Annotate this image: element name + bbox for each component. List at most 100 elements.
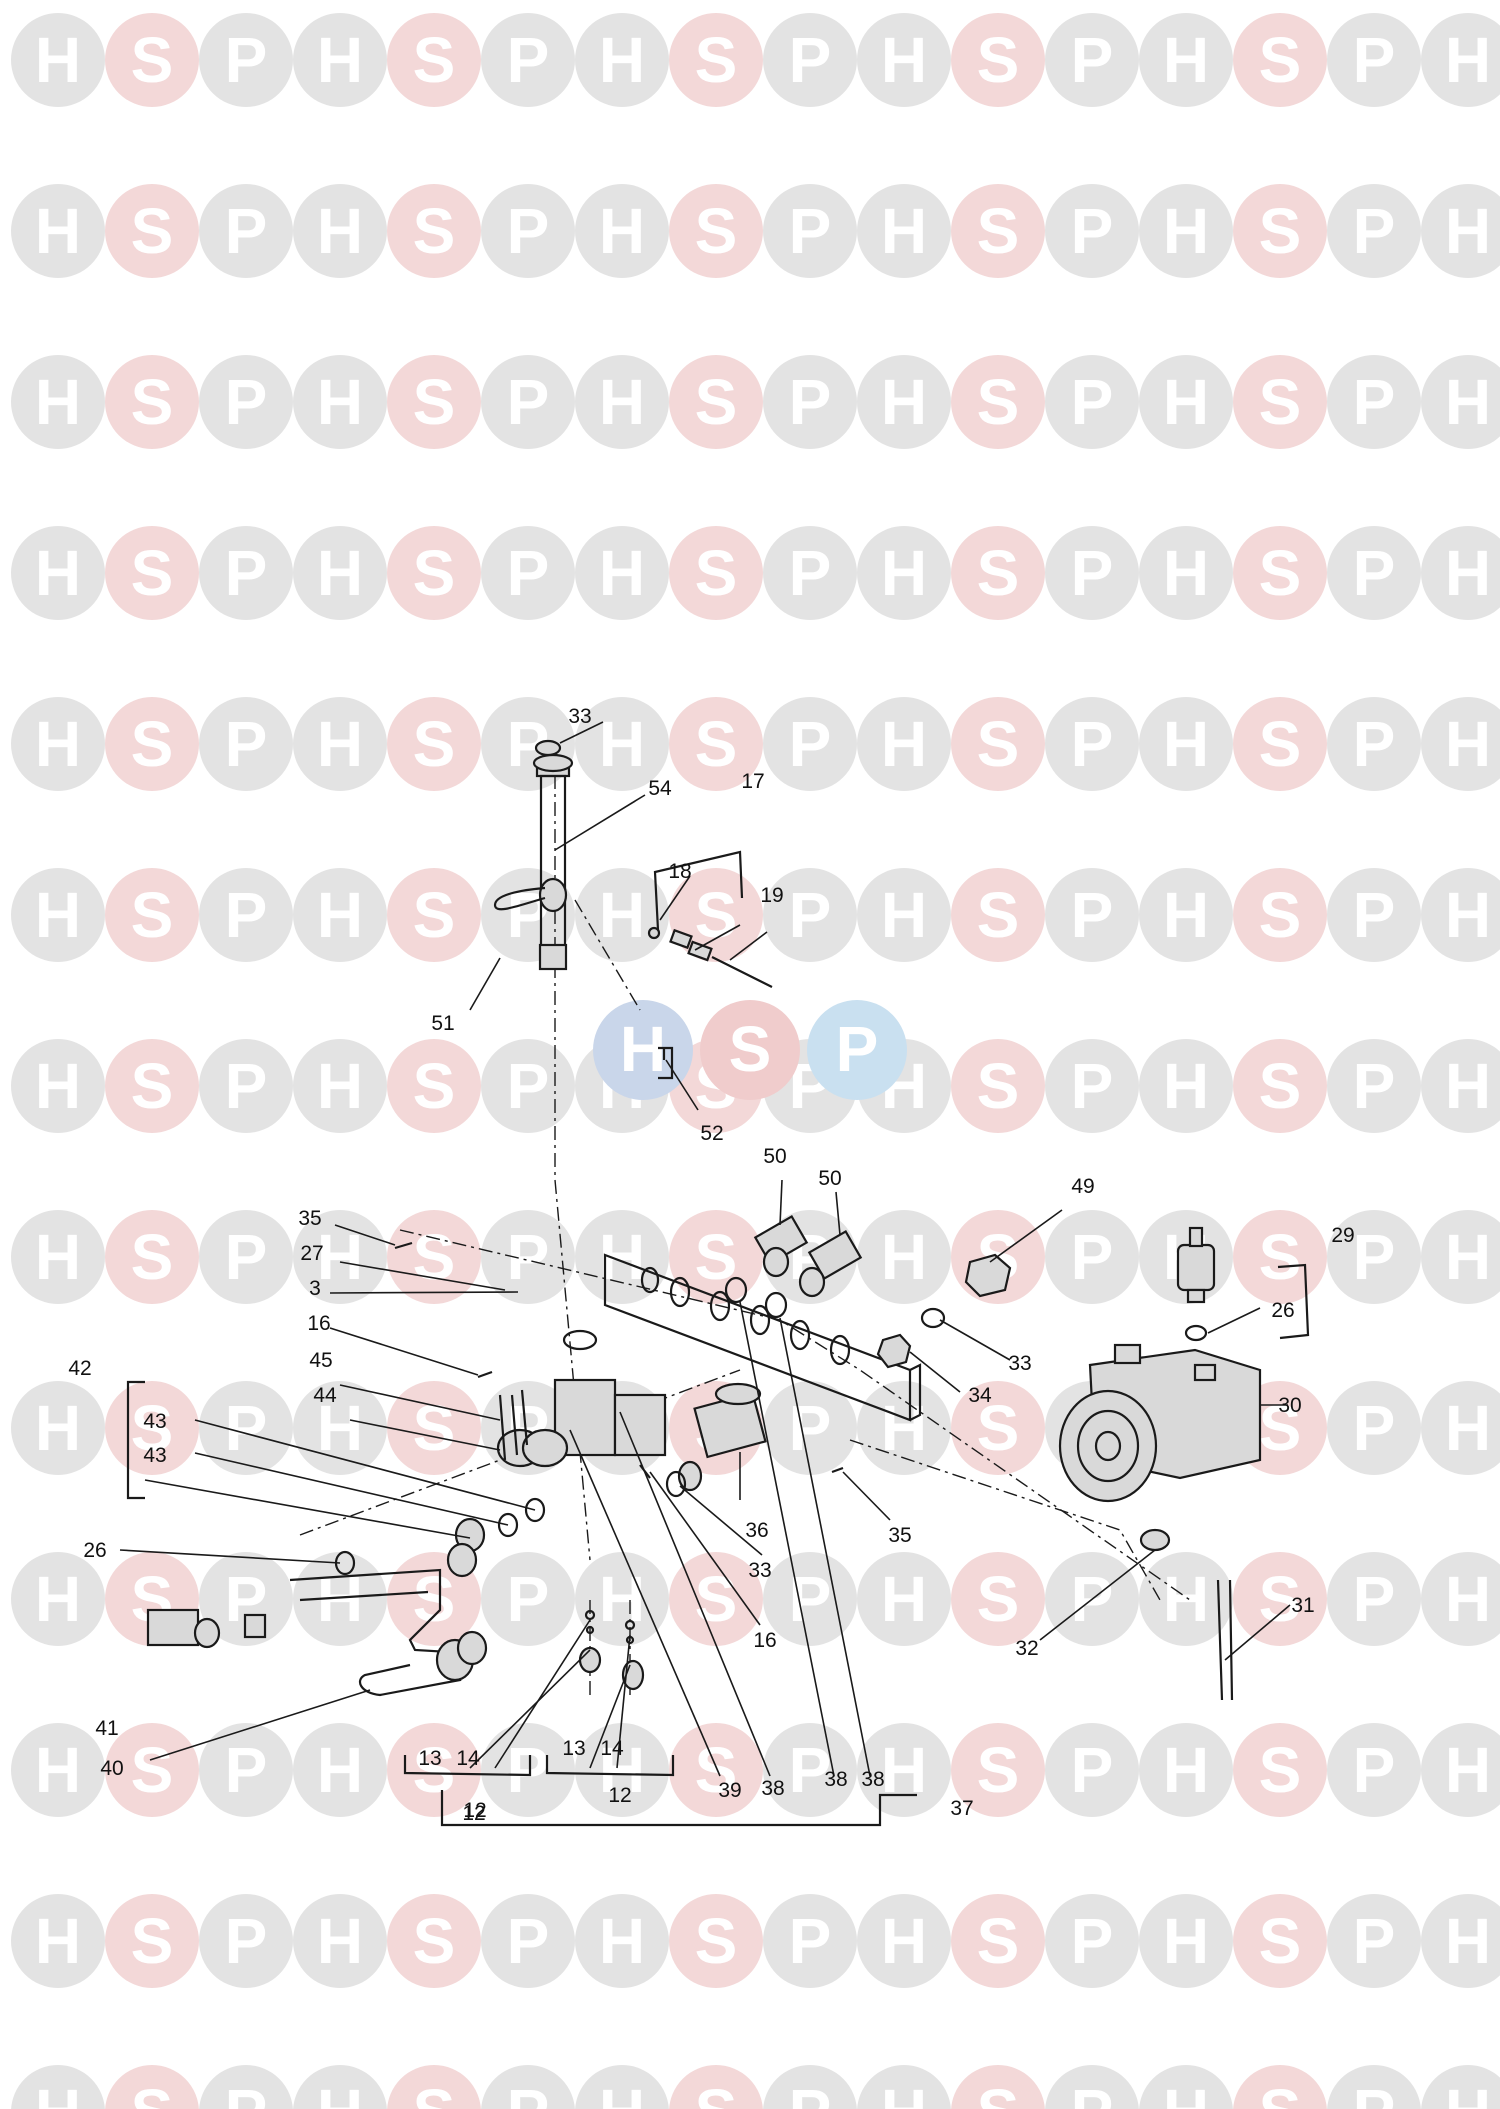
- watermark-letter: P: [507, 1050, 550, 1122]
- watermark-circle: [1045, 1039, 1139, 1133]
- watermark-letter: S: [977, 24, 1020, 96]
- watermark-letter: H: [881, 1563, 927, 1635]
- callout-label: 50: [763, 1145, 786, 1168]
- watermark-circle: [1139, 13, 1233, 107]
- watermark-letter: H: [1445, 1221, 1491, 1293]
- watermark-circle: [857, 868, 951, 962]
- watermark-circle: [857, 13, 951, 107]
- watermark-letter: S: [131, 1050, 174, 1122]
- watermark-letter: P: [507, 1563, 550, 1635]
- watermark-circle: [763, 184, 857, 278]
- watermark-circle: [1139, 1894, 1233, 1988]
- watermark-letter: S: [413, 879, 456, 951]
- watermark-letter: H: [599, 195, 645, 267]
- callout-label: 49: [1071, 1175, 1094, 1198]
- watermark-circle: [951, 526, 1045, 620]
- callout-label: 38: [761, 1777, 784, 1800]
- watermark-circle: [1233, 1552, 1327, 1646]
- watermark-letter: S: [413, 1905, 456, 1977]
- watermark-circle: [481, 355, 575, 449]
- watermark-letter: H: [1163, 1905, 1209, 1977]
- watermark-circle: [1233, 526, 1327, 620]
- watermark-circle: [575, 355, 669, 449]
- watermark-circle: [1327, 526, 1421, 620]
- fitting-41: [146, 1608, 267, 1649]
- watermark-letter: S: [1259, 1563, 1302, 1635]
- watermark-letter: S: [1259, 195, 1302, 267]
- watermark-circle: [1327, 1894, 1421, 1988]
- watermark-circle: [387, 2065, 481, 2109]
- watermark-circle: [105, 2065, 199, 2109]
- svg-text:S: S: [729, 1013, 772, 1085]
- watermark-letter: H: [1445, 1050, 1491, 1122]
- watermark-letter: S: [977, 1563, 1020, 1635]
- watermark-letter: H: [599, 1221, 645, 1293]
- watermark-circle: [293, 1723, 387, 1817]
- watermark-circle: [199, 1723, 293, 1817]
- watermark-circle: [1421, 697, 1500, 791]
- watermark-circle: [11, 868, 105, 962]
- o-ring-38b: [764, 1291, 788, 1319]
- watermark-letter: S: [131, 537, 174, 609]
- watermark-circle: [857, 1381, 951, 1475]
- watermark-circle: [387, 1894, 481, 1988]
- nut-34: [876, 1333, 912, 1369]
- callout-label: 36: [745, 1519, 768, 1542]
- watermark-circle: [1421, 184, 1500, 278]
- watermark-circle: [763, 2065, 857, 2109]
- watermark-circle: [481, 1552, 575, 1646]
- watermark-letter: S: [413, 2076, 456, 2109]
- watermark-letter: S: [695, 879, 738, 951]
- watermark-circle: [857, 184, 951, 278]
- watermark-letter: P: [225, 1392, 268, 1464]
- watermark-letter: P: [1071, 2076, 1114, 2109]
- watermark-letter: H: [317, 1392, 363, 1464]
- watermark-letter: S: [695, 1734, 738, 1806]
- watermark-circle: [1421, 13, 1500, 107]
- watermark-circle: [1421, 1210, 1500, 1304]
- watermark-letter: S: [977, 879, 1020, 951]
- watermark-circle: [11, 1039, 105, 1133]
- watermark-letter: S: [131, 708, 174, 780]
- watermark-letter: H: [1163, 537, 1209, 609]
- watermark-circle: [1139, 1039, 1233, 1133]
- screw-35b: [831, 1466, 844, 1474]
- watermark-circle: [1327, 2065, 1421, 2109]
- watermark-letter: S: [1259, 1392, 1302, 1464]
- watermark-letter: H: [1445, 1905, 1491, 1977]
- watermark-circle: [1233, 184, 1327, 278]
- watermark-letter: P: [789, 366, 832, 438]
- watermark-letter: H: [599, 24, 645, 96]
- callout-label: 26: [83, 1539, 106, 1562]
- watermark-letter: P: [225, 195, 268, 267]
- watermark-circle: [763, 526, 857, 620]
- watermark-circle: [951, 13, 1045, 107]
- watermark-circle: [951, 1723, 1045, 1817]
- watermark-letter: P: [789, 2076, 832, 2109]
- watermark-letter: H: [599, 1905, 645, 1977]
- watermark-circle: [763, 355, 857, 449]
- watermark-circle: [1139, 2065, 1233, 2109]
- watermark-letter: P: [1071, 537, 1114, 609]
- o-ring-top: [562, 1329, 598, 1351]
- washer-43b: [497, 1512, 519, 1538]
- watermark-letter: P: [1071, 1050, 1114, 1122]
- watermark-letter: P: [507, 537, 550, 609]
- watermark-circle: [105, 1894, 199, 1988]
- watermark-circle: [387, 697, 481, 791]
- watermark-letter: S: [695, 366, 738, 438]
- watermark-letter: H: [881, 879, 927, 951]
- callout-label: 31: [1291, 1594, 1314, 1617]
- watermark-circle: [1233, 13, 1327, 107]
- watermark-letter: H: [1445, 1563, 1491, 1635]
- watermark-circle: [1327, 1381, 1421, 1475]
- watermark-circle: [763, 1381, 857, 1475]
- watermark-circle: [11, 13, 105, 107]
- watermark-letter: H: [1163, 1734, 1209, 1806]
- watermark-circle: [1045, 526, 1139, 620]
- watermark-circle: [763, 1723, 857, 1817]
- watermark-letter: P: [1071, 879, 1114, 951]
- watermark-circle: [11, 1894, 105, 1988]
- watermark-circle: [1045, 1723, 1139, 1817]
